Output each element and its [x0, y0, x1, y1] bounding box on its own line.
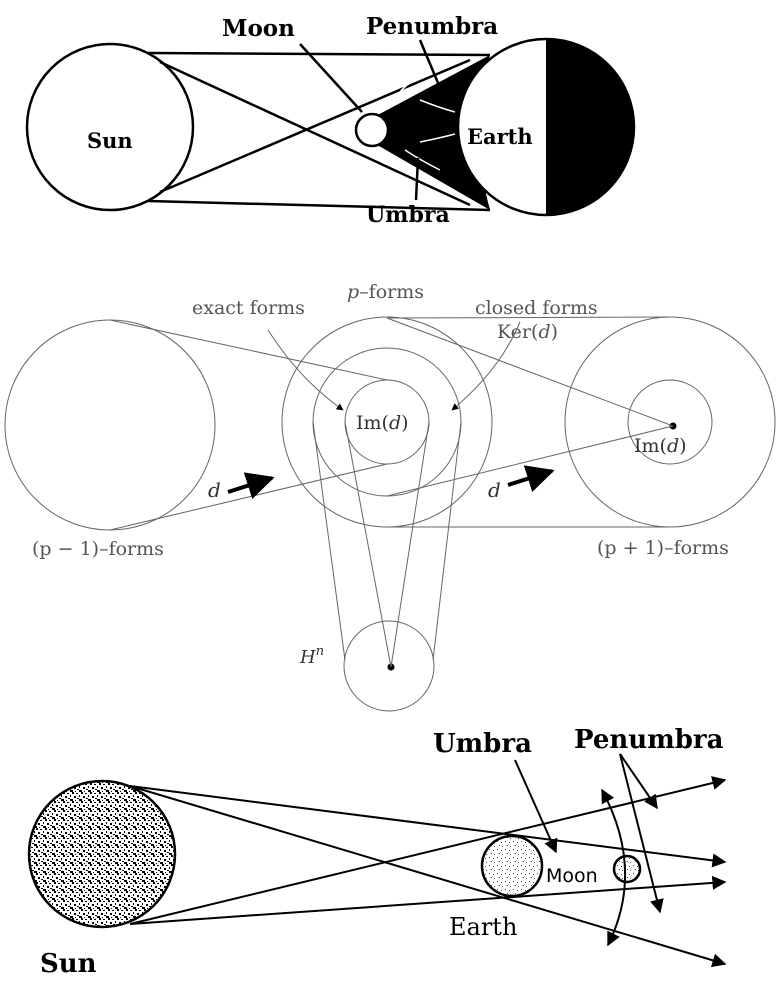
lunar-eclipse-panel: Umbra Penumbra Moon Earth Sun [27, 725, 727, 979]
map-line-3 [386, 317, 674, 427]
ray-top-2 [129, 785, 727, 968]
forms-panel: exact forms p–forms closed forms Ker(d) … [4, 281, 776, 712]
earth-night-side [546, 39, 634, 215]
d-left-label: d [208, 478, 221, 502]
lunar-sun-label: Sun [40, 949, 97, 979]
map-line-2 [109, 463, 388, 531]
proj-line-2 [432, 421, 462, 661]
earth-disk [480, 834, 544, 898]
shadow-highlights [399, 71, 456, 171]
pp1-forms-label: (p + 1)–forms [597, 537, 729, 559]
p-forms-label: p–forms [347, 281, 424, 303]
umbra-pointer-line [514, 759, 558, 854]
map-line-5 [386, 425, 674, 497]
crossing-ray-1 [159, 60, 471, 207]
pp1-forms-circle [564, 316, 776, 528]
penumbra-pointer-2 [619, 753, 664, 914]
map-line-4 [386, 316, 671, 319]
pm1-forms-label: (p − 1)–forms [32, 538, 164, 560]
crossing-ray-2 [159, 58, 471, 194]
ray-top-1 [129, 785, 727, 868]
im-d-center-label: Im(d) [356, 412, 409, 434]
cohomology-circle [343, 620, 435, 712]
im-d-right-circle [627, 379, 713, 465]
moon-orbit-arc [601, 788, 627, 947]
proj-line-1 [312, 421, 346, 661]
cohomology-label: Hn [299, 644, 324, 668]
moon-disk [612, 854, 642, 884]
lunar-earth-label: Earth [449, 913, 517, 941]
solar-eclipse-panel: Sun Moon Penumbra Earth Umbra [25, 13, 636, 228]
proj-line-3 [344, 421, 392, 668]
penumbra-label: Penumbra [366, 13, 498, 40]
exact-forms-pointer [267, 329, 344, 411]
shadow-cone [372, 55, 490, 210]
umbra-pointer [414, 157, 420, 201]
outer-tangent-top [147, 51, 491, 57]
ray-bottom-2 [129, 776, 727, 925]
pm1-forms-circle [4, 319, 216, 531]
proj-line-4 [390, 421, 430, 668]
sun-label: Sun [87, 128, 133, 153]
exact-forms-label: exact forms [192, 297, 305, 319]
ker-d-label: Ker(d) [497, 321, 558, 343]
umbra-label: Umbra [366, 202, 450, 228]
moon-circle [354, 112, 390, 148]
lunar-penumbra-label: Penumbra [574, 725, 724, 755]
sun-disk [27, 779, 177, 929]
im-d-right-label: Im(d) [634, 435, 687, 457]
d-arrow-right [507, 465, 555, 492]
map-line-1 [109, 319, 388, 381]
penumbra-pointer [418, 39, 448, 103]
penumbra-pointer-1 [619, 753, 658, 810]
ray-bottom-1 [129, 875, 727, 925]
closed-forms-pointer [451, 321, 521, 411]
d-arrow-left [227, 472, 275, 499]
moon-label: Moon [222, 15, 295, 42]
d-right-label: d [488, 478, 501, 502]
outer-tangent-bottom [147, 199, 491, 212]
earth-label: Earth [467, 124, 533, 149]
lunar-moon-label: Moon [546, 865, 598, 887]
sun-circle [25, 42, 195, 212]
moon-pointer [299, 43, 363, 113]
lunar-umbra-label: Umbra [433, 729, 532, 759]
closed-forms-label: closed forms [475, 297, 598, 319]
